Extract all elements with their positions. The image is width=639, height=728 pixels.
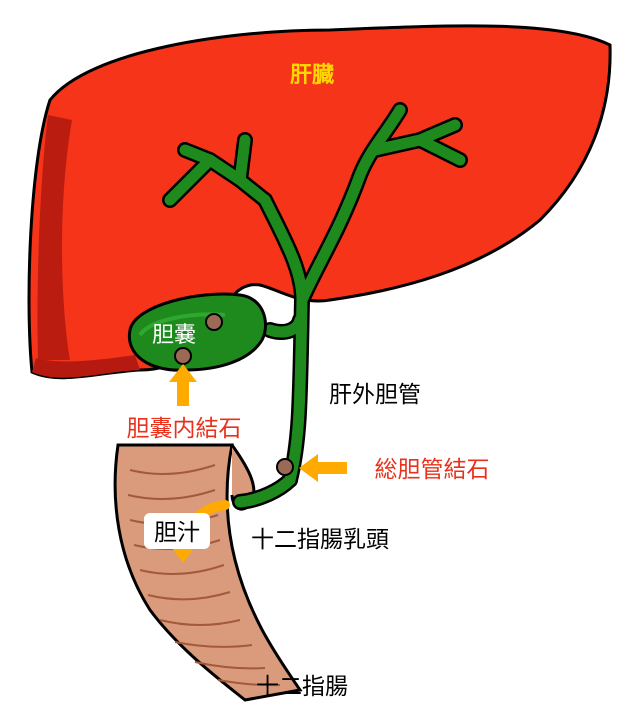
liver: [27, 24, 612, 380]
arrow-left-icon: [299, 454, 347, 482]
bile-label-background: [144, 513, 210, 549]
arrow-up-icon: [169, 364, 197, 406]
gallbladder-label: 胆嚢: [152, 323, 196, 348]
bile-label: 胆汁: [154, 520, 200, 546]
gallbladder-stone-2: [174, 347, 192, 365]
gallbladder-stone-1: [205, 313, 223, 331]
liver-label: 肝臓: [290, 63, 334, 88]
duodenum: [113, 443, 303, 702]
gallbladder-stone-label: 胆嚢内結石: [127, 416, 242, 442]
bile-duct-tree: [162, 102, 468, 510]
common-bile-duct-stone-label: 総胆管結石: [375, 457, 490, 483]
papilla-label: 十二指腸乳頭: [251, 527, 389, 553]
duodenum-label: 十二指腸: [256, 674, 348, 700]
common-bile-duct-stone: [276, 458, 294, 476]
extrahepatic-bile-duct-label: 肝外胆管: [329, 382, 421, 408]
